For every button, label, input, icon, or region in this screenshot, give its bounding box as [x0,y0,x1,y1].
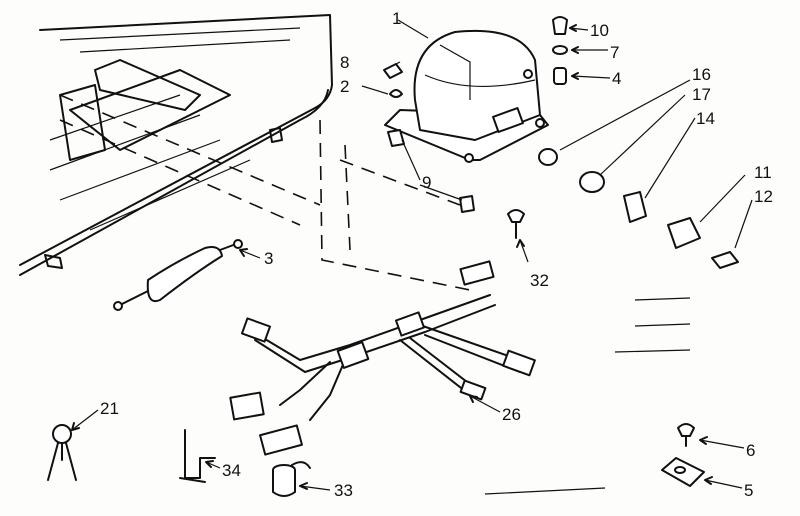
callout-26: 26 [502,405,521,424]
leader-lines [71,19,753,491]
callout-8: 8 [340,53,349,72]
bolt-stack [552,16,568,85]
wiring-harness [229,260,536,456]
callout-32: 32 [530,271,549,290]
mounting-guide [59,94,471,291]
screw-32 [507,209,525,239]
part-21 [47,424,77,481]
part-6 [677,423,695,437]
callout-7: 7 [610,43,619,62]
callout-6: 6 [746,441,755,460]
part-12 [711,251,739,269]
callout-34: 34 [222,461,241,480]
part-9a [387,129,405,147]
callout-14: 14 [696,109,715,128]
part-17 [579,171,605,193]
callout-21: 21 [100,399,119,418]
callout-1: 1 [392,9,401,28]
part-11 [667,217,701,249]
arrowheads [71,24,713,490]
callout-17: 17 [692,85,711,104]
callout-11: 11 [754,163,772,182]
part-10 [552,16,568,35]
part-34-bracket [179,429,216,483]
callout-10: 10 [590,21,609,40]
drier [113,239,243,311]
part-2 [389,89,403,98]
callout-2: 2 [340,77,349,96]
callout-5: 5 [744,481,753,500]
parts-6-and-5 [661,423,705,487]
compressor [384,29,549,163]
part-33 [272,461,311,497]
callout-labels: 1 2 3 4 5 6 7 8 9 10 11 12 14 16 17 21 2… [100,9,773,500]
part-4 [553,67,567,85]
part-7 [552,45,568,55]
grommet-parts [383,63,475,213]
callout-33: 33 [334,481,353,500]
part-14 [623,191,647,223]
blank-lines [484,297,691,495]
callout-4: 4 [612,69,621,88]
part-9b [459,195,475,213]
callout-3: 3 [264,249,273,268]
right-side-parts [538,148,739,269]
callout-9: 9 [422,173,431,192]
part-16 [538,148,558,166]
cabinet-outline [19,14,333,276]
callout-16: 16 [692,65,711,84]
callout-12: 12 [754,187,773,206]
